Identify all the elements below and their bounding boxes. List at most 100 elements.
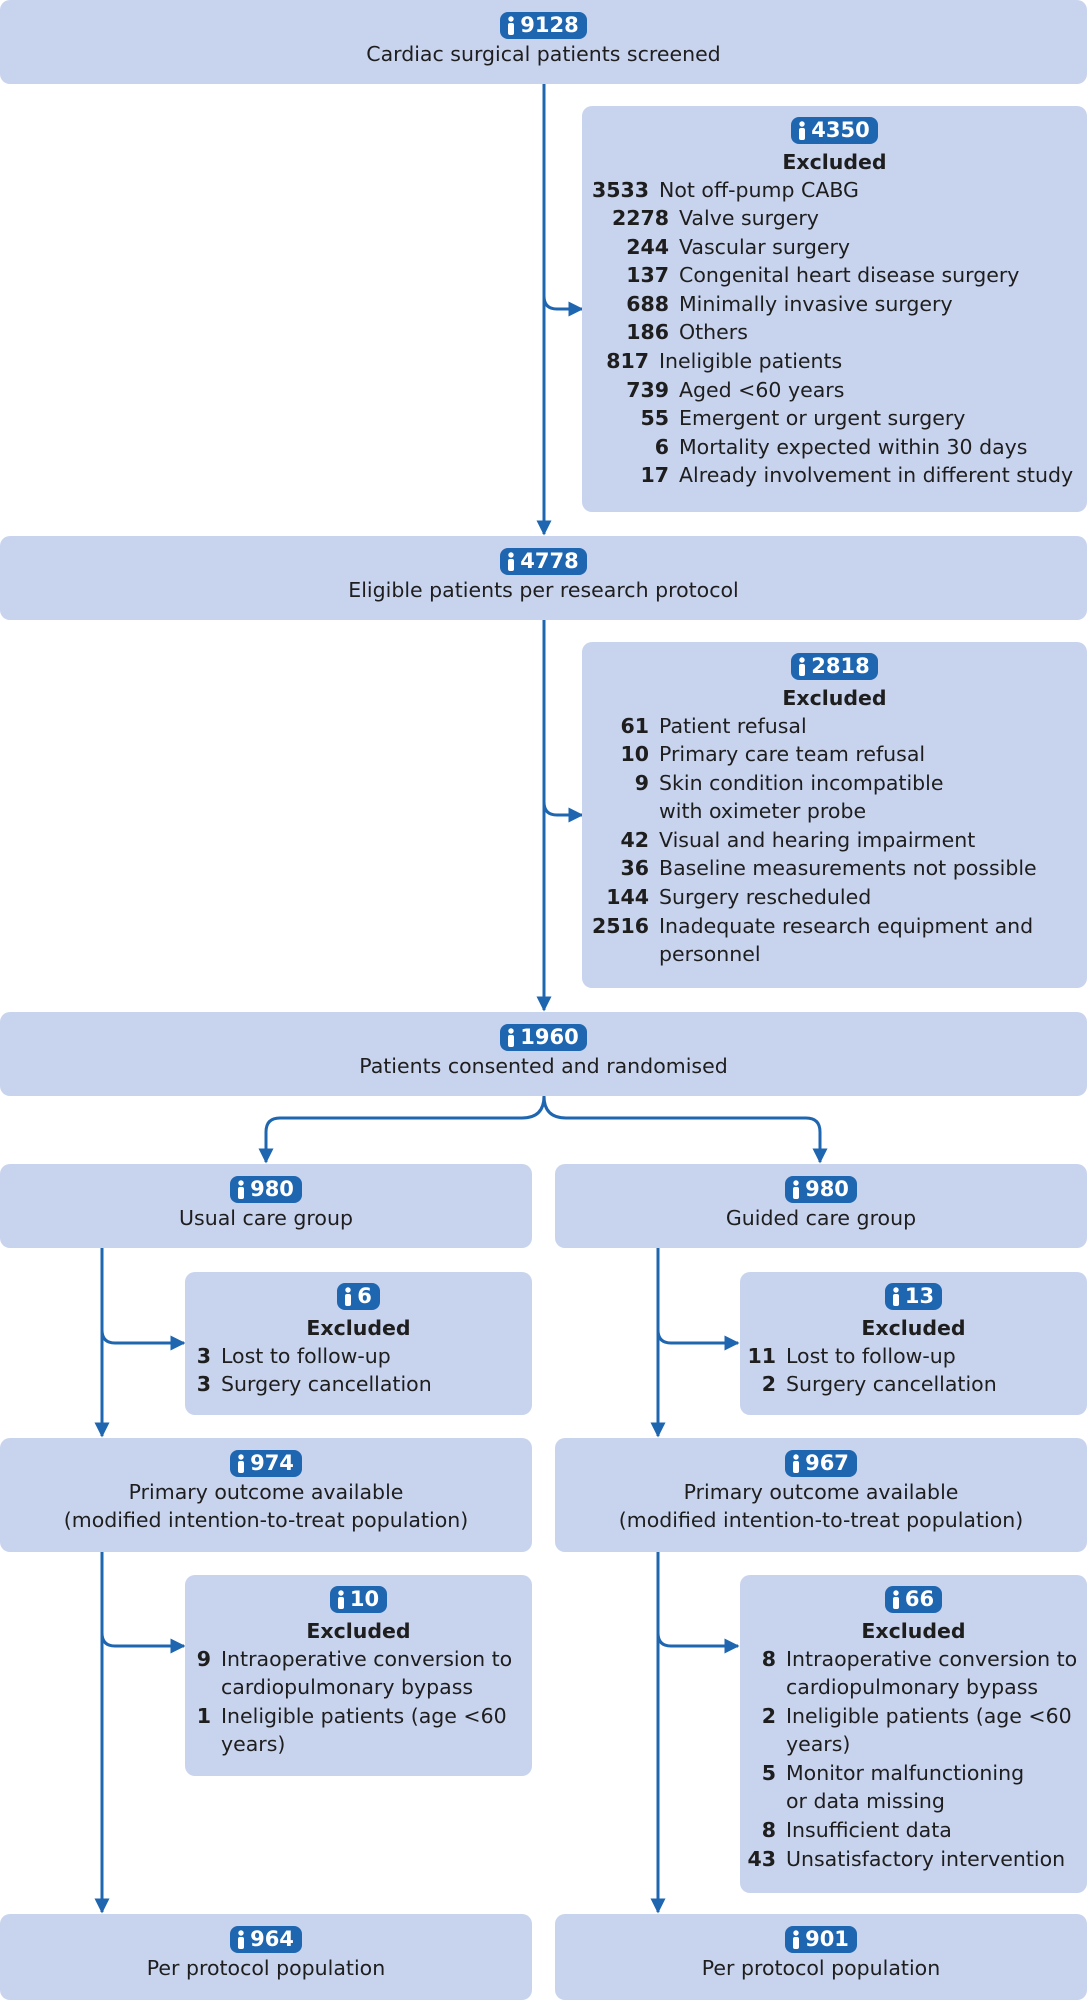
count-value: 980 bbox=[250, 1177, 294, 1201]
box-label: Usual care group bbox=[179, 1205, 353, 1230]
person-icon bbox=[508, 551, 515, 571]
count-value: 974 bbox=[250, 1451, 294, 1475]
box-sublabel: (modified intention-to-treat population) bbox=[63, 1507, 469, 1532]
person-icon bbox=[508, 1027, 515, 1047]
person-icon bbox=[892, 1286, 899, 1306]
count-badge: 9128 bbox=[500, 12, 587, 39]
box-label: Primary outcome available bbox=[128, 1479, 404, 1504]
guided-per-protocol-box: 901 Per protocol population bbox=[555, 1914, 1087, 2000]
box-label: Per protocol population bbox=[701, 1955, 941, 1980]
arrow-split-guided bbox=[542, 1095, 828, 1164]
box-label: Patients consented and randomised bbox=[359, 1053, 728, 1078]
arrow-to-excluded2 bbox=[542, 801, 584, 823]
person-icon bbox=[799, 656, 806, 676]
count-badge: 1960 bbox=[500, 1024, 587, 1051]
count-badge: 901 bbox=[785, 1926, 857, 1953]
person-icon bbox=[345, 1286, 352, 1306]
arrow-split-usual bbox=[258, 1095, 546, 1164]
box-sublabel: (modified intention-to-treat population) bbox=[618, 1507, 1024, 1532]
count-value: 2818 bbox=[811, 654, 870, 678]
count-badge: 974 bbox=[230, 1450, 302, 1477]
count-value: 1960 bbox=[520, 1025, 579, 1049]
count-value: 6 bbox=[357, 1284, 372, 1308]
count-badge: 2818 bbox=[791, 653, 878, 680]
person-icon bbox=[238, 1179, 245, 1199]
count-value: 66 bbox=[904, 1587, 935, 1611]
screened-box: 9128 Cardiac surgical patients screened bbox=[0, 0, 1087, 84]
excluded-title: Excluded bbox=[861, 1315, 966, 1340]
usual-primary-outcome-box: 974 Primary outcome available (modified … bbox=[0, 1438, 532, 1552]
person-icon bbox=[238, 1453, 245, 1473]
arrow-guided-to-excl2 bbox=[656, 1632, 740, 1654]
box-label: Cardiac surgical patients screened bbox=[366, 41, 721, 66]
count-badge: 4778 bbox=[500, 548, 587, 575]
person-icon bbox=[799, 120, 806, 140]
count-badge: 6 bbox=[337, 1283, 380, 1310]
count-value: 980 bbox=[805, 1177, 849, 1201]
count-badge: 967 bbox=[785, 1450, 857, 1477]
count-value: 9128 bbox=[520, 13, 579, 37]
arrow-to-excluded1 bbox=[542, 295, 584, 317]
count-value: 10 bbox=[349, 1587, 380, 1611]
count-value: 4350 bbox=[811, 118, 870, 142]
count-badge: 13 bbox=[884, 1283, 943, 1310]
arrow-usual-to-excl2 bbox=[100, 1632, 186, 1654]
box-label: Eligible patients per research protocol bbox=[348, 577, 739, 602]
count-badge: 964 bbox=[230, 1926, 302, 1953]
count-value: 13 bbox=[904, 1284, 935, 1308]
person-icon bbox=[337, 1589, 344, 1609]
box-label: Per protocol population bbox=[146, 1955, 386, 1980]
excluded-title: Excluded bbox=[782, 149, 887, 174]
guided-primary-outcome-box: 967 Primary outcome available (modified … bbox=[555, 1438, 1087, 1552]
count-value: 967 bbox=[805, 1451, 849, 1475]
arrow-usual-to-excl1 bbox=[100, 1329, 186, 1351]
randomised-box: 1960 Patients consented and randomised bbox=[0, 1012, 1087, 1096]
person-icon bbox=[793, 1179, 800, 1199]
count-badge: 980 bbox=[230, 1176, 302, 1203]
excluded-title: Excluded bbox=[306, 1315, 411, 1340]
excluded-title: Excluded bbox=[782, 685, 887, 710]
person-icon bbox=[793, 1453, 800, 1473]
count-badge: 980 bbox=[785, 1176, 857, 1203]
guided-care-box: 980 Guided care group bbox=[555, 1164, 1087, 1248]
person-icon bbox=[892, 1589, 899, 1609]
person-icon bbox=[508, 15, 515, 35]
box-label: Primary outcome available bbox=[683, 1479, 959, 1504]
arrow-guided-to-excl1 bbox=[656, 1329, 740, 1351]
excluded-title: Excluded bbox=[306, 1618, 411, 1643]
box-label: Guided care group bbox=[725, 1205, 917, 1230]
count-value: 4778 bbox=[520, 549, 579, 573]
person-icon bbox=[238, 1929, 245, 1949]
count-badge: 4350 bbox=[791, 117, 878, 144]
